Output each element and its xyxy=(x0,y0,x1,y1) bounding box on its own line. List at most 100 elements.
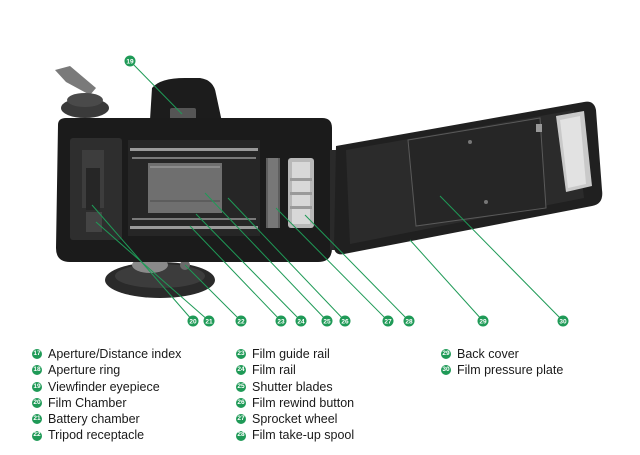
legend-column-2: 23 Film guide rail 24 Film rail 25 Shutter … xyxy=(236,346,354,444)
legend-item-30: 30 Film pressure plate xyxy=(441,362,563,378)
callout-number: 28 xyxy=(405,318,413,325)
callout-25: 25 xyxy=(204,192,333,327)
callout-marker xyxy=(382,315,394,327)
legend-number: 19 xyxy=(32,381,42,392)
legend-label: Tripod receptacle xyxy=(48,428,145,443)
legend-number: 22 xyxy=(32,430,42,441)
shutter-blades xyxy=(148,163,222,213)
film-rail-top xyxy=(132,157,256,159)
callout-leader-line xyxy=(304,214,410,322)
callout-leader-line xyxy=(409,239,484,322)
legend-label: Sprocket wheel xyxy=(252,412,338,427)
legend-label: Film Chamber xyxy=(48,395,127,410)
legend-label: Back cover xyxy=(457,347,519,361)
callout-number: 21 xyxy=(205,318,213,325)
legend-label: Film take-up spool xyxy=(252,428,355,443)
legend-number: 21 xyxy=(32,414,42,425)
legend-column-1: 17 Aperture/Distance index 18 Aperture rin… xyxy=(32,346,181,444)
legend-number: 20 xyxy=(32,398,42,409)
callout-23: 23 xyxy=(189,225,287,327)
legend-item-22: 22 Tripod receptacle xyxy=(32,427,181,443)
callout-number: 29 xyxy=(479,318,487,325)
film-guide-rail-top xyxy=(130,148,258,151)
callout-marker xyxy=(187,315,199,327)
legend-label: Film pressure plate xyxy=(457,363,564,378)
legend-label: Shutter blades xyxy=(252,379,333,394)
callout-leader-line xyxy=(95,221,210,322)
legend-item-19: 19 Viewfinder eyepiece xyxy=(32,379,181,395)
prism-housing xyxy=(150,78,222,122)
callout-leader-line xyxy=(129,60,183,115)
callout-19: 19 xyxy=(124,55,183,115)
callout-29: 29 xyxy=(409,239,489,327)
legend-number: 23 xyxy=(236,349,246,360)
callout-22: 22 xyxy=(184,264,247,327)
legend-item-18: 18 Aperture ring xyxy=(32,362,181,378)
film-rail-bottom xyxy=(132,218,256,220)
camera-diagram xyxy=(55,66,603,298)
callout-marker xyxy=(275,315,287,327)
callout-number: 27 xyxy=(384,318,392,325)
callout-26: 26 xyxy=(227,197,351,327)
callout-leader-line xyxy=(204,192,328,322)
legend-label: Battery chamber xyxy=(48,412,140,427)
callout-27: 27 xyxy=(275,207,394,327)
legend-number: 25 xyxy=(236,381,246,392)
legend-item-27: 27 Sprocket wheel xyxy=(236,411,354,427)
legend-item-21: 21 Battery chamber xyxy=(32,411,181,427)
callout-marker xyxy=(557,315,569,327)
callout-marker xyxy=(124,55,136,67)
callout-leader-line xyxy=(184,264,242,322)
callout-leader-line xyxy=(275,207,389,322)
legend-item-26: 26 Film rewind button xyxy=(236,395,354,411)
legend-number: 26 xyxy=(236,398,246,409)
legend-number: 29 xyxy=(441,349,451,360)
callout-30: 30 xyxy=(439,195,569,327)
legend-item-29: 29 Back cover xyxy=(441,346,563,362)
callout-number: 20 xyxy=(189,318,197,325)
rewind-crank xyxy=(55,66,96,95)
film-guide-rail-bottom xyxy=(130,226,258,229)
legend-label: Film rail xyxy=(252,363,296,378)
callout-number: 19 xyxy=(126,58,134,65)
callout-leader-line xyxy=(227,197,346,322)
callout-leader-line xyxy=(439,195,564,322)
callout-marker xyxy=(295,315,307,327)
callout-number: 25 xyxy=(323,318,331,325)
legend-item-24: 24 Film rail xyxy=(236,362,354,378)
legend-number: 30 xyxy=(441,365,451,376)
legend-column-3: 29 Back cover 30 Film pressure plate xyxy=(441,346,563,379)
legend-item-25: 25 Shutter blades xyxy=(236,379,354,395)
callout-number: 22 xyxy=(237,318,245,325)
callout-leader-line xyxy=(195,213,302,322)
callout-marker xyxy=(203,315,215,327)
callout-28: 28 xyxy=(304,214,415,327)
callout-marker xyxy=(403,315,415,327)
callout-number: 30 xyxy=(559,318,567,325)
legend-item-23: 23 Film guide rail xyxy=(236,346,354,362)
callout-24: 24 xyxy=(195,213,307,327)
callout-number: 23 xyxy=(277,318,285,325)
callout-number: 26 xyxy=(341,318,349,325)
legend-label: Film rewind button xyxy=(252,395,355,410)
callout-marker xyxy=(339,315,351,327)
legend-number: 27 xyxy=(236,414,246,425)
callout-marker xyxy=(477,315,489,327)
battery-chamber-part xyxy=(86,212,102,232)
legend-label: Aperture/Distance index xyxy=(48,347,182,361)
legend-item-20: 20 Film Chamber xyxy=(32,395,181,411)
callout-number: 24 xyxy=(297,318,305,325)
legend-number: 18 xyxy=(32,365,42,376)
legend-label: Viewfinder eyepiece xyxy=(48,379,160,394)
callout-marker xyxy=(321,315,333,327)
callout-marker xyxy=(235,315,247,327)
legend-label: Film guide rail xyxy=(252,347,330,361)
callout-layer: 19 20 21 22 23 24 25 26 27 28 29 30 xyxy=(91,55,569,327)
callout-21: 21 xyxy=(95,221,215,327)
legend-number: 24 xyxy=(236,365,246,376)
legend-item-17: 17 Aperture/Distance index xyxy=(32,346,181,362)
legend-label: Aperture ring xyxy=(48,363,121,378)
callout-leader-line xyxy=(189,225,282,322)
legend-number: 17 xyxy=(32,349,42,360)
